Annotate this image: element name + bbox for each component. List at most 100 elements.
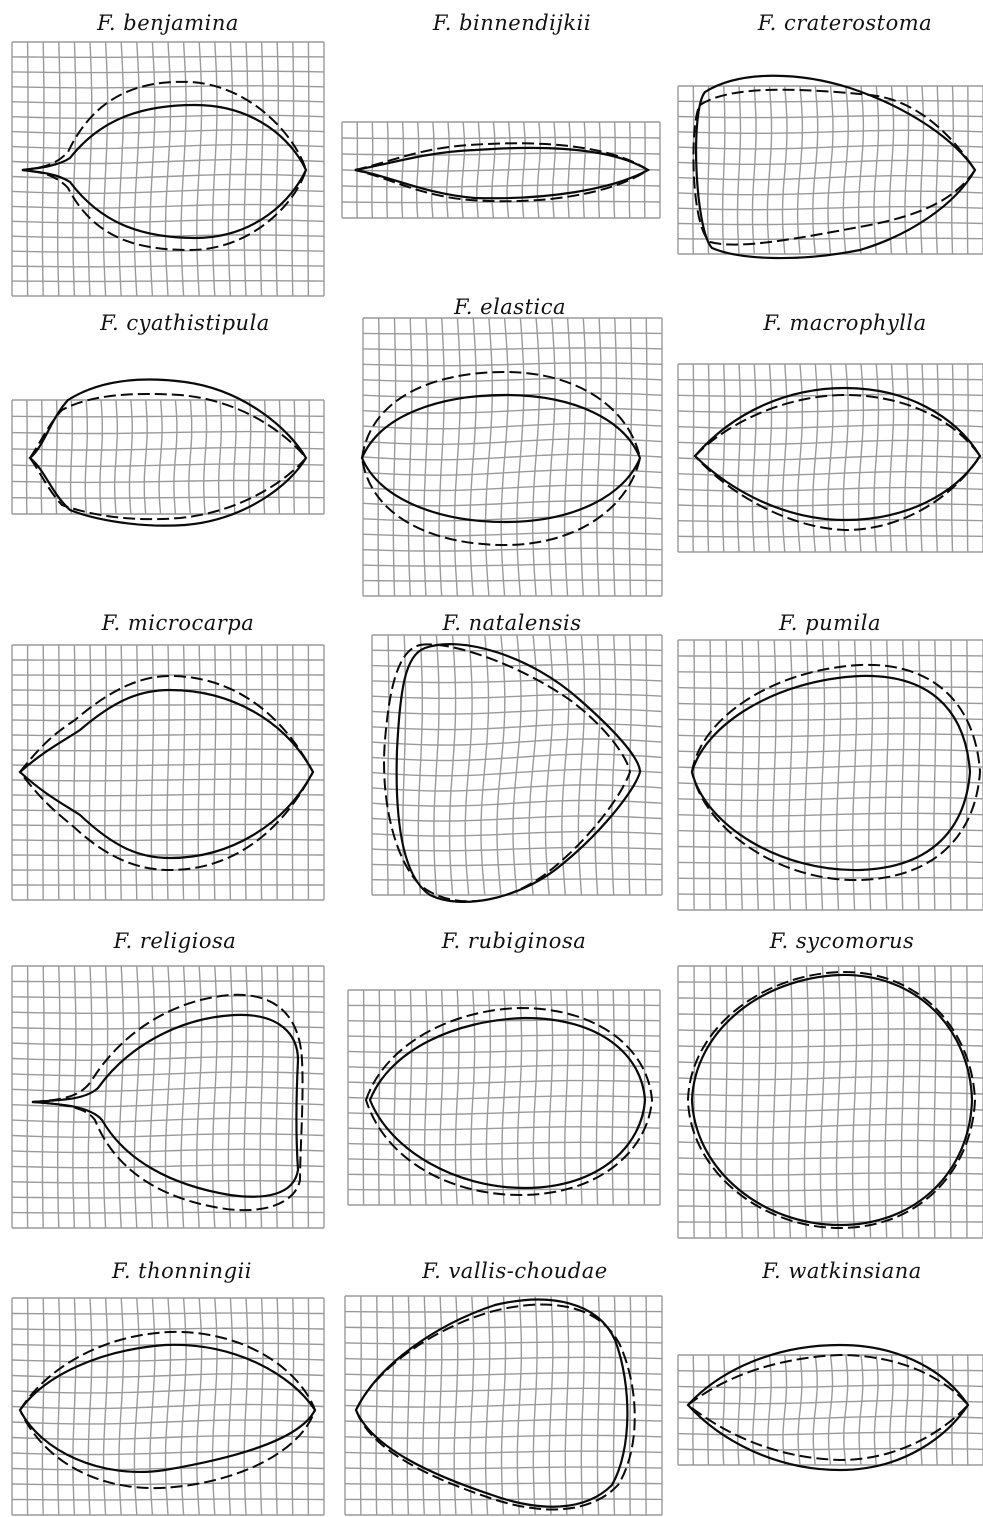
grid-line xyxy=(57,1297,61,1516)
panel-macrophylla: F. macrophylla xyxy=(677,311,983,553)
grid-line xyxy=(11,1010,325,1014)
grid-line xyxy=(677,455,983,461)
grid-line xyxy=(128,399,134,515)
grid-line xyxy=(11,980,325,983)
grid-line xyxy=(386,121,389,219)
grid-line xyxy=(11,1498,325,1501)
grid-line xyxy=(736,85,742,255)
grid-line xyxy=(227,1297,234,1516)
grid-line xyxy=(291,965,295,1229)
grid-line xyxy=(11,144,325,150)
grid-line xyxy=(371,878,663,881)
grid-line xyxy=(347,1157,661,1161)
grid-line xyxy=(347,1079,661,1085)
grid-line xyxy=(211,1297,218,1516)
grid-line xyxy=(259,1297,264,1516)
grid-line xyxy=(69,399,74,515)
grid-line xyxy=(448,634,457,896)
grid-line xyxy=(11,1164,325,1169)
grid-line xyxy=(417,634,423,896)
grid-line xyxy=(11,249,325,253)
grid-line xyxy=(677,1447,983,1451)
outline-solid xyxy=(686,1343,970,1472)
grid-line xyxy=(564,1295,570,1516)
grid-line xyxy=(677,717,983,722)
panel-microcarpa: F. microcarpa xyxy=(11,611,325,901)
grid-line xyxy=(371,738,663,746)
grid-line xyxy=(278,399,281,515)
grid-line xyxy=(737,1354,741,1466)
grid-line xyxy=(158,399,163,515)
grid-line xyxy=(438,317,446,597)
grid-line xyxy=(677,812,983,817)
panel-binnendijkii: F. binnendijkii xyxy=(341,11,661,219)
grid-line xyxy=(528,634,538,896)
grid-line xyxy=(721,363,726,553)
grid-line xyxy=(787,639,793,911)
panel-benjamina: F. benjamina xyxy=(11,11,325,297)
grid-line xyxy=(197,644,201,901)
outline-solid xyxy=(354,1298,629,1508)
grid-line xyxy=(677,1043,983,1049)
grid-line xyxy=(873,363,880,553)
grid-line xyxy=(275,644,279,901)
grid-line xyxy=(803,639,810,911)
grid-line xyxy=(11,1327,325,1331)
grid-line xyxy=(347,1019,661,1023)
grid-line xyxy=(611,989,615,1206)
grid-line xyxy=(11,1419,325,1425)
grid-line xyxy=(873,85,880,255)
grid-line xyxy=(344,1466,663,1470)
grid-line xyxy=(11,1466,325,1471)
grid-line xyxy=(362,515,663,522)
grid-line xyxy=(677,1028,983,1032)
grid-line xyxy=(11,1312,325,1315)
grid-line xyxy=(827,85,834,255)
grid-line xyxy=(724,639,728,911)
grid-line xyxy=(677,844,983,849)
grid-line xyxy=(677,796,983,802)
grid-line xyxy=(275,1297,279,1516)
grid-line xyxy=(677,237,983,240)
grid-line xyxy=(766,363,773,553)
grid-line xyxy=(552,121,556,219)
grid-line xyxy=(119,644,123,901)
grid-line xyxy=(677,996,983,1000)
grid-line xyxy=(166,644,170,901)
grid-line xyxy=(11,85,325,89)
grid-line xyxy=(362,347,663,351)
grid-line xyxy=(41,965,45,1229)
grid-line xyxy=(677,114,983,119)
grid-line xyxy=(393,989,397,1206)
grid-line xyxy=(362,484,663,492)
grid-line xyxy=(797,1354,803,1466)
grid-line xyxy=(180,41,187,297)
grid-line xyxy=(966,85,969,255)
grid-line xyxy=(371,708,663,715)
grid-line xyxy=(41,1297,45,1516)
grid-line xyxy=(532,989,538,1206)
grid-line xyxy=(677,748,983,754)
grid-line xyxy=(243,41,249,297)
deformation-grid xyxy=(11,399,325,515)
grid-line xyxy=(888,85,895,255)
outline-dashed xyxy=(28,392,308,521)
grid-line xyxy=(951,1354,954,1466)
grid-line xyxy=(133,965,140,1229)
grid-line xyxy=(677,100,983,103)
grid-line xyxy=(362,332,663,335)
grid-line xyxy=(73,644,76,901)
grid-line xyxy=(677,502,983,508)
grid-line xyxy=(721,85,726,255)
grid-line xyxy=(11,415,325,418)
deformation-grid xyxy=(11,965,325,1229)
grid-line xyxy=(819,639,826,911)
grid-line xyxy=(531,317,541,597)
grid-line xyxy=(118,1297,125,1516)
grid-line xyxy=(371,846,663,852)
outline-solid xyxy=(690,674,972,872)
grid-line xyxy=(677,1107,983,1113)
grid-line xyxy=(362,407,663,414)
grid-line xyxy=(181,644,186,901)
grid-line xyxy=(11,778,325,782)
